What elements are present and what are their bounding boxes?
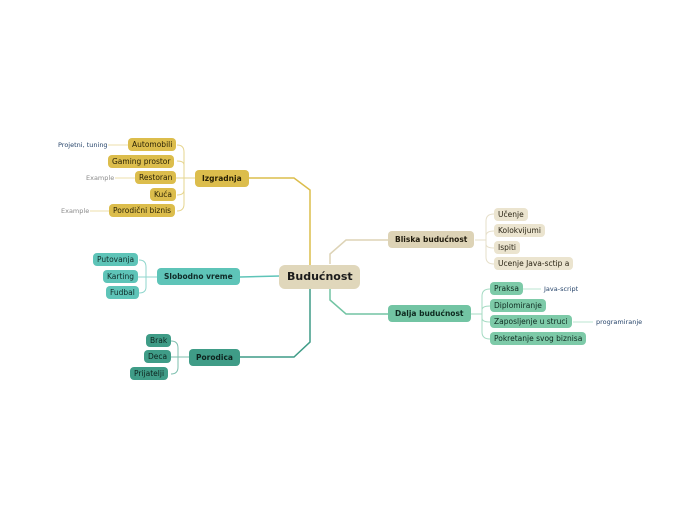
izgradnja-item-kuca[interactable]: Kuća: [150, 188, 177, 201]
porodica-item-brak[interactable]: Brak: [146, 334, 172, 347]
line-dalja: [329, 288, 388, 315]
branch-dalja-buducnost[interactable]: Dalja budućnost: [388, 305, 471, 322]
line-ispiti: [475, 239, 495, 249]
note-zaposljenje: programiranje: [596, 318, 643, 326]
line-automobili: [176, 144, 195, 179]
line-pokretanje: [481, 318, 491, 340]
branch-izgradnja[interactable]: Izgradnja: [195, 170, 249, 187]
bliska-item-ispiti[interactable]: Ispiti: [494, 241, 520, 254]
bliska-item-ucenje[interactable]: Učenje: [494, 208, 528, 221]
line-zaposljenje: [481, 314, 491, 323]
bliska-item-kolokvijumi[interactable]: Kolokvijumi: [494, 224, 545, 237]
slobodno-item-karting[interactable]: Karting: [103, 270, 139, 283]
line-prijatelji: [170, 357, 179, 375]
izgradnja-item-gaming-prostor[interactable]: Gaming prostor: [108, 155, 175, 168]
root-node[interactable]: Budućnost: [279, 265, 360, 289]
note-automobili: Projetni, tuning: [58, 141, 108, 149]
note-praksa: Java-script: [544, 285, 579, 293]
note-porodicni-biznis: Example: [61, 207, 90, 215]
line-slobodno: [239, 275, 281, 278]
slobodno-item-putovanja[interactable]: Putovanja: [93, 253, 139, 266]
line-biznis: [176, 178, 185, 212]
dalja-item-zaposljenje[interactable]: Zaposljenje u struci: [490, 315, 572, 328]
line-bliska: [329, 239, 388, 264]
bliska-item-ucenje-java[interactable]: Ucenje Java-sctip a: [494, 257, 574, 270]
porodica-item-deca[interactable]: Deca: [144, 350, 172, 363]
izgradnja-item-restoran[interactable]: Restoran: [135, 171, 177, 184]
slobodno-item-fudbal[interactable]: Fudbal: [106, 286, 139, 299]
dalja-item-praksa[interactable]: Praksa: [490, 282, 523, 295]
branch-slobodno-vreme[interactable]: Slobodno vreme: [157, 268, 240, 285]
line-brak: [170, 340, 190, 358]
line-fudbal: [138, 277, 147, 294]
note-restoran: Example: [86, 174, 115, 182]
line-diplomiranje: [481, 305, 491, 311]
branch-porodica[interactable]: Porodica: [189, 349, 240, 366]
line-ucenje-java: [485, 244, 495, 265]
line-porodica: [240, 288, 311, 358]
branch-bliska-buducnost[interactable]: Bliska budućnost: [388, 231, 475, 248]
line-izgradnja: [248, 177, 311, 266]
line-gaming: [176, 160, 185, 166]
line-kolokvijumi: [485, 230, 495, 237]
izgradnja-item-automobili[interactable]: Automobili: [128, 138, 177, 151]
line-praksa: [470, 288, 491, 315]
dalja-item-pokretanje-biznisa[interactable]: Pokretanje svog biznisa: [490, 332, 587, 345]
porodica-item-prijatelji[interactable]: Prijatelji: [130, 367, 169, 380]
dalja-item-diplomiranje[interactable]: Diplomiranje: [490, 299, 546, 312]
line-kuca: [176, 189, 185, 196]
izgradnja-item-porodicni-biznis[interactable]: Porodični biznis: [109, 204, 176, 217]
line-ucenje: [475, 213, 495, 241]
line-putovanja: [138, 259, 158, 278]
